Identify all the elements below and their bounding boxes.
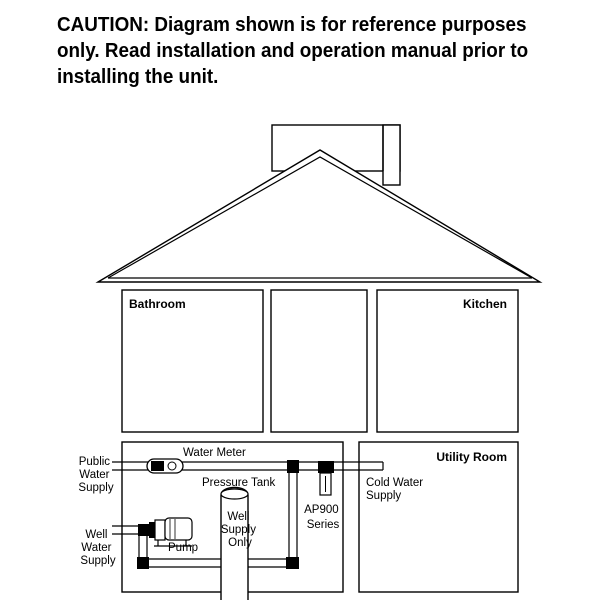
roof	[95, 149, 543, 283]
tee-fitting	[287, 460, 299, 473]
room-utility	[358, 441, 519, 593]
pump	[149, 517, 193, 547]
tank-branch-pipe	[288, 473, 298, 561]
room-kitchen	[376, 289, 519, 433]
elbow-fitting-pump-inlet	[138, 524, 149, 536]
water-meter-label: Water Meter	[183, 447, 246, 459]
elbow-fitting-bottom-right	[286, 557, 299, 569]
caution-line-3: installing the unit.	[57, 65, 219, 88]
pressure-tank-label: Pressure Tank	[202, 477, 276, 489]
pressure-tank	[220, 486, 249, 600]
pump-label: Pump	[168, 542, 198, 554]
caution-line-2: only. Read installation and operation ma…	[57, 39, 529, 62]
elbow-fitting-pump-bottom	[137, 557, 149, 569]
caution-notice: CAUTION: Diagram shown is for reference …	[57, 12, 535, 90]
room-middle	[270, 289, 368, 433]
bathroom-label: Bathroom	[129, 297, 186, 311]
water-meter	[146, 458, 184, 474]
well-water-supply-label: Well Water Supply	[80, 529, 115, 567]
ap900-series-label: AP900 Series	[304, 504, 342, 531]
kitchen-label: Kitchen	[463, 297, 507, 311]
utility-room-label: Utility Room	[436, 450, 507, 464]
well-inlet-pipe	[112, 525, 148, 558]
chimney	[271, 124, 401, 186]
caution-line-1: CAUTION: Diagram shown is for reference …	[57, 13, 527, 36]
ap900-filter	[318, 461, 334, 496]
room-bathroom	[121, 289, 264, 433]
well-supply-only-label: Well Supply Only	[221, 511, 259, 549]
lower-supply-pipe	[148, 558, 287, 568]
cold-water-supply-label: Cold Water Supply	[366, 477, 426, 502]
public-water-supply-label: Public Water Supply	[78, 456, 113, 494]
